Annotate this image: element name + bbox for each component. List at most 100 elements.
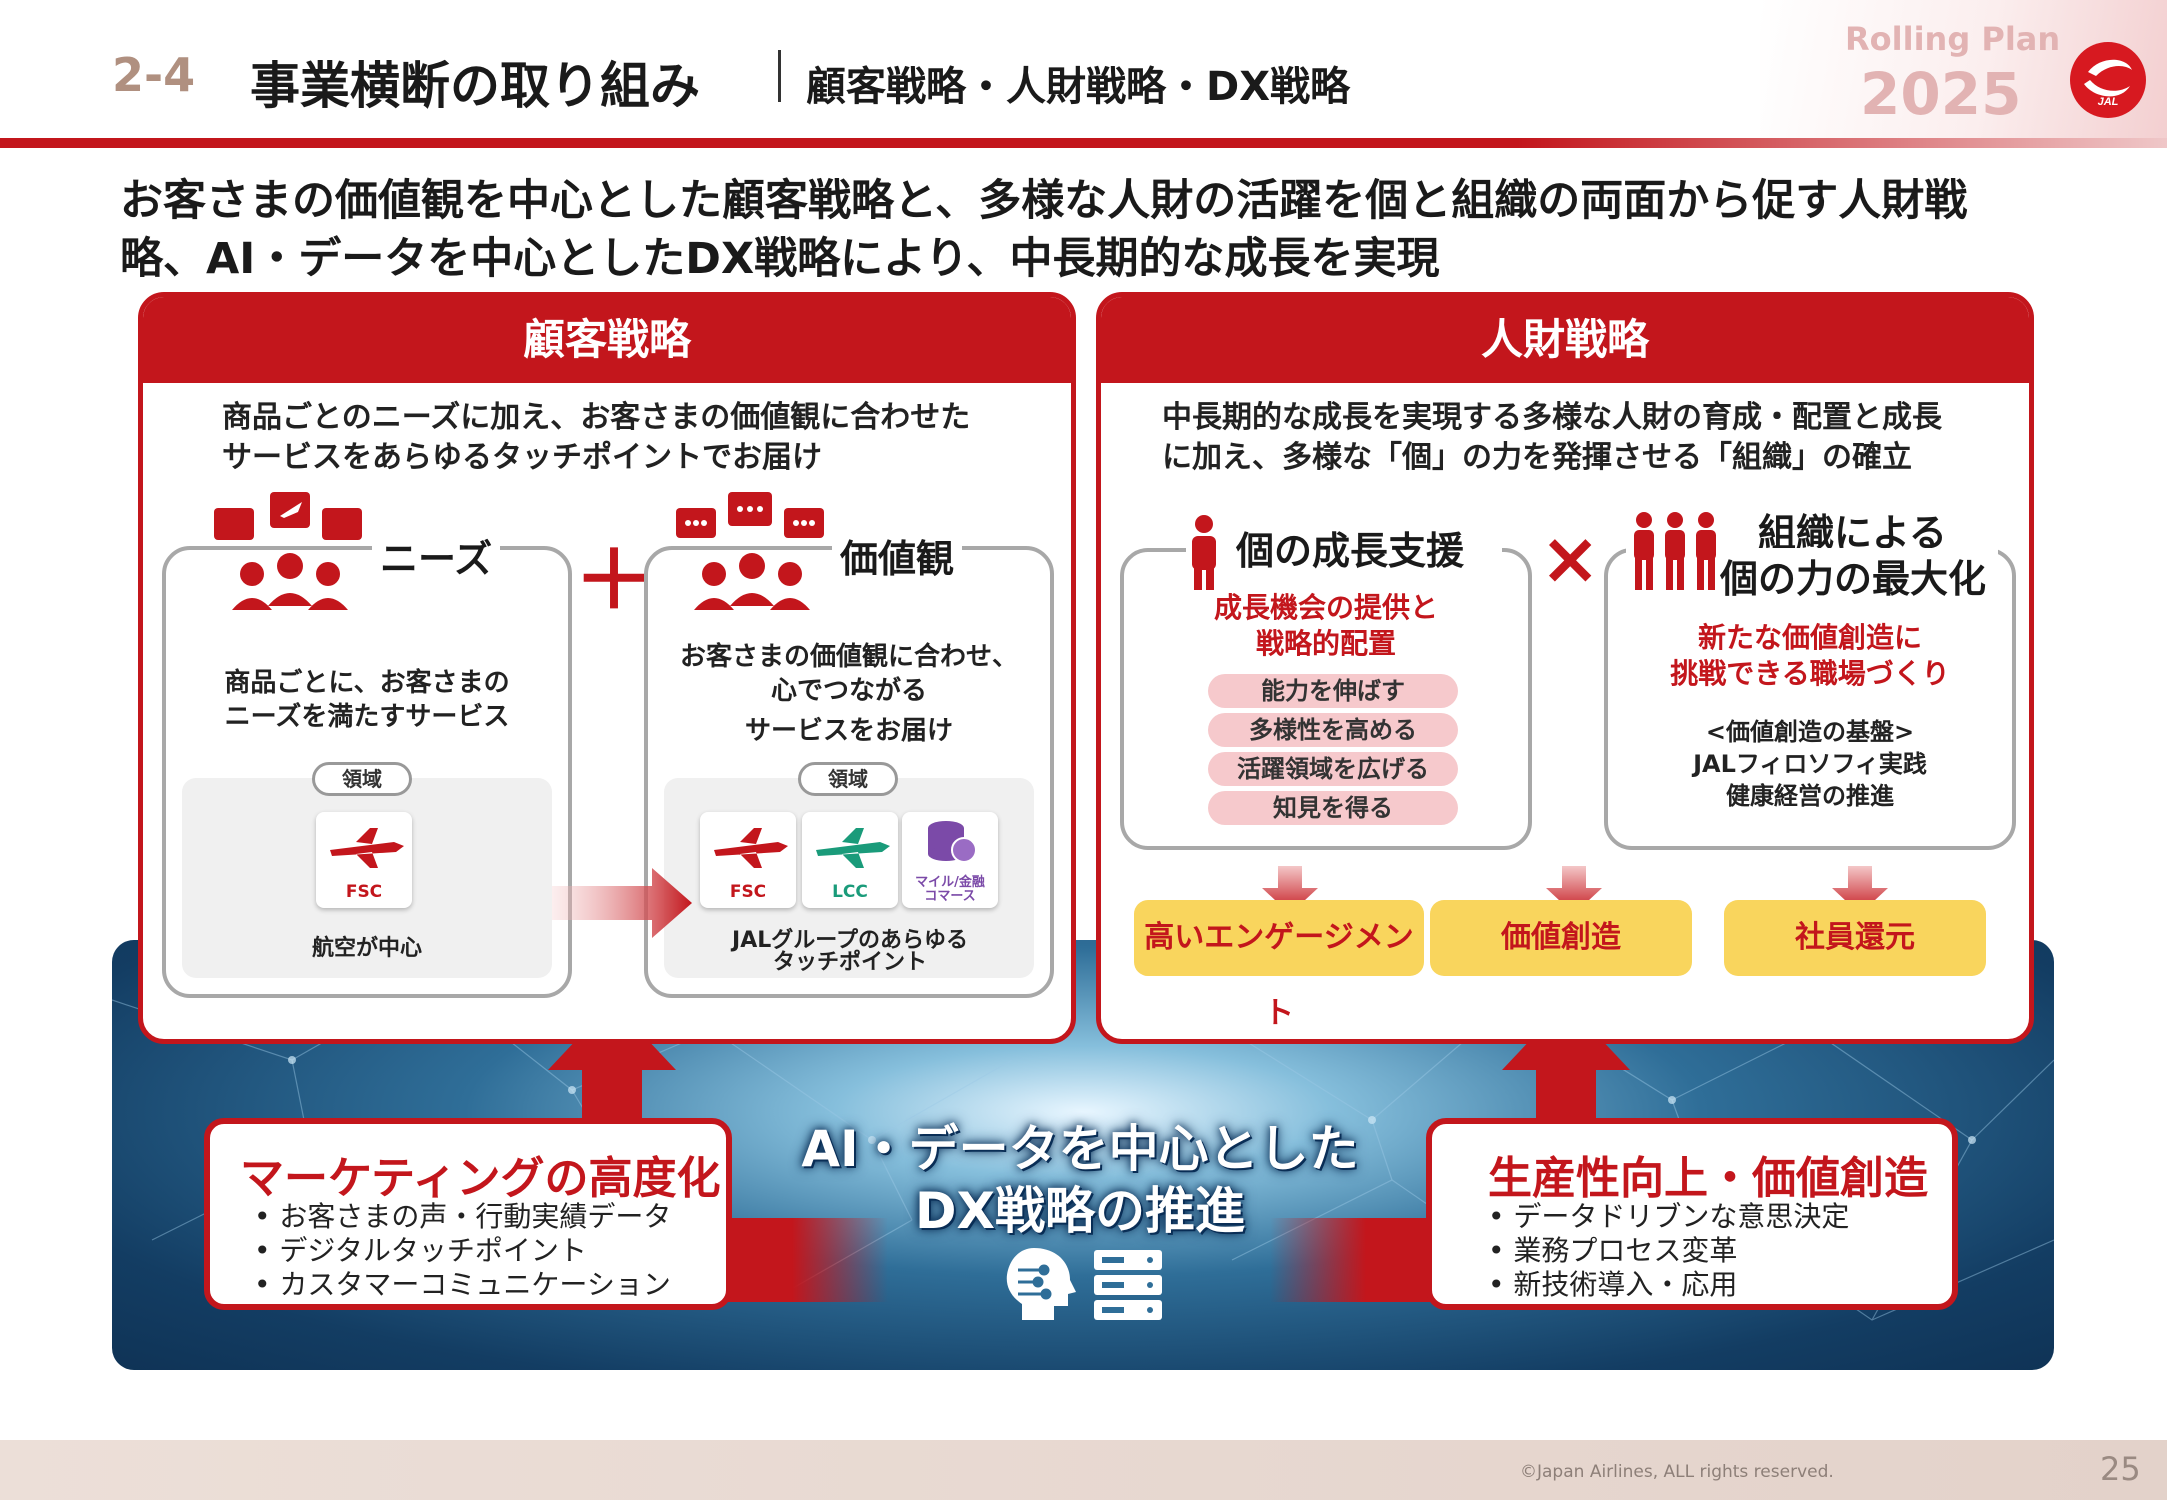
individual-growth-red-text: 成長機会の提供と 戦略的配置 [1140, 590, 1512, 662]
values-area-label: 領域 [798, 762, 898, 796]
marketing-item-1: • お客さまの声・行動実績データ [254, 1200, 672, 1233]
marketing-title: マーケティングの高度化 [240, 1153, 721, 1204]
left-up-arrow [548, 1002, 676, 1122]
fsc-plane-icon [714, 828, 788, 868]
mile-label-line-1: マイル/金融 [915, 875, 985, 890]
plus-icon: ＋ [574, 534, 654, 627]
needs-text-line-1: 商品ごとに、お客さまの [224, 668, 510, 698]
marketing-list: • お客さまの声・行動実績データ • デジタルタッチポイント • カスタマーコミ… [254, 1200, 671, 1302]
organization-red-line-2: 挑戦できる職場づくり [1670, 657, 1950, 690]
needs-text: 商品ごとに、お客さまの ニーズを満たすサービス [182, 666, 552, 734]
organization-header: 組織による 個の力の最大化 [1626, 500, 1998, 603]
individual-growth-title: 個の成長支援 [1236, 520, 1465, 575]
values-mile-tile: マイル/金融 コマース [902, 812, 998, 908]
right-connector [1270, 1218, 1430, 1302]
ai-head-icon [1006, 1248, 1076, 1320]
values-lcc-label: LCC [832, 882, 868, 902]
values-caption-line-1: JALグループのあらゆる [732, 928, 968, 953]
outcome-employee-return: 社員還元 [1724, 900, 1986, 976]
productivity-item-3: • 新技術導入・応用 [1488, 1268, 1738, 1301]
title-divider [778, 50, 781, 102]
down-arrow-2 [1546, 866, 1602, 914]
person-icon [1192, 515, 1216, 590]
rolling-plan-label: Rolling Plan [1845, 20, 2061, 58]
database-server-icon [1094, 1250, 1162, 1320]
values-text: お客さまの価値観に合わせ、 心でつながる サービスをお届け [664, 640, 1034, 748]
productivity-item-2: • 業務プロセス変革 [1488, 1234, 1738, 1267]
needs-area-label: 領域 [312, 762, 412, 796]
values-text-line-2: 心でつながる [770, 676, 927, 706]
page-subtitle: 顧客戦略・人財戦略・DX戦略 [806, 64, 1351, 110]
customer-strategy-title: 顧客戦略 [143, 297, 1071, 383]
growth-pill-4: 知見を得る [1208, 791, 1458, 825]
values-fsc-label: FSC [729, 882, 767, 902]
needs-fsc-label: FSC [345, 882, 383, 902]
customer-desc-line-1: 商品ごとのニーズに加え、お客さまの価値観に合わせた [222, 400, 971, 435]
left-connector [728, 1218, 888, 1302]
needs-to-values-arrow [552, 868, 692, 938]
organization-base-line-1: <価値創造の基盤> [1705, 718, 1915, 746]
productivity-box: 生産性向上・価値創造 • データドリブンな意思決定 • 業務プロセス変革 • 新… [1426, 1118, 1958, 1310]
organization-title-line-1: 組織による [1758, 502, 1947, 557]
logo-text: JAL [2098, 96, 2119, 108]
growth-pill-2: 多様性を高める [1208, 713, 1458, 747]
organization-base-text: <価値創造の基盤> JALフィロソフィ実践 健康経営の推進 [1624, 716, 1996, 812]
copyright: ©Japan Airlines, ALL rights reserved. [1520, 1462, 1834, 1482]
values-text-line-3: サービスをお届け [744, 716, 953, 746]
values-caption-line-2: タッチポイント [772, 950, 927, 975]
hr-strategy-description: 中長期的な成長を実現する多様な人財の育成・配置と成長 に加え、多様な「個」の力を… [1162, 398, 1942, 478]
growth-pill-1: 能力を伸ばす [1208, 674, 1458, 708]
needs-caption: 航空が中心 [311, 936, 422, 961]
values-title: 価値観 [832, 528, 963, 583]
cross-icon: × [1540, 516, 1601, 600]
rolling-plan-year: 2025 [1860, 60, 2022, 128]
marketing-item-3: • カスタマーコミュニケーション [254, 1268, 671, 1301]
values-fsc-tile: FSC [700, 812, 796, 908]
mile-label-line-2: コマース [924, 889, 976, 904]
productivity-list: • データドリブンな意思決定 • 業務プロセス変革 • 新技術導入・応用 [1488, 1200, 1849, 1302]
values-people-icon [676, 492, 824, 610]
values-caption: JALグループのあらゆる タッチポイント [700, 930, 1000, 974]
outcome-engagement: 高いエンゲージメント [1134, 900, 1424, 1031]
group-icon [1634, 512, 1716, 590]
values-lcc-tile: LCC [802, 812, 898, 908]
customer-strategy-description: 商品ごとのニーズに加え、お客さまの価値観に合わせた サービスをあらゆるタッチポイ… [222, 398, 970, 478]
hr-desc-line-1: 中長期的な成長を実現する多様な人財の育成・配置と成長 [1162, 400, 1942, 435]
organization-red-line-1: 新たな価値創造に [1697, 621, 1922, 654]
header-bar [0, 138, 2167, 148]
values-mile-label: マイル/金融 コマース [902, 876, 998, 904]
needs-fsc-tile: FSC [316, 812, 412, 908]
individual-red-line-2: 戦略的配置 [1255, 627, 1396, 660]
page-title: 事業横断の取り組み [250, 57, 700, 115]
dx-strategy-title: AI・データを中心とした DX戦略の推進 [760, 1118, 1400, 1242]
coin-stack-icon [928, 821, 977, 863]
customer-desc-line-2: サービスをあらゆるタッチポイントでお届け [222, 440, 822, 475]
lcc-plane-icon [816, 828, 890, 868]
page-number: 25 [2100, 1450, 2141, 1488]
right-up-arrow [1502, 1002, 1630, 1122]
needs-title: ニーズ [372, 528, 501, 583]
organization-base-line-2: JALフィロソフィ実践 [1693, 750, 1927, 778]
down-arrow-1 [1262, 866, 1318, 914]
crane-logo-icon: JAL [2084, 59, 2132, 108]
individual-red-line-1: 成長機会の提供と [1213, 591, 1438, 624]
down-arrow-3 [1832, 866, 1888, 914]
outcome-value-creation: 価値創造 [1430, 900, 1692, 976]
lead-statement: お客さまの価値観を中心とした顧客戦略と、多様な人財の活躍を個と組織の両面から促す… [120, 172, 2070, 288]
hr-desc-line-2: に加え、多様な「個」の力を発揮させる「組織」の確立 [1162, 440, 1912, 475]
section-number: 2-4 [112, 48, 196, 102]
organization-title-line-2: 個の力の最大化 [1720, 548, 1987, 603]
marketing-item-2: • デジタルタッチポイント [254, 1234, 587, 1267]
productivity-title: 生産性向上・価値創造 [1488, 1153, 1928, 1204]
lead-line-2: 略、AI・データを中心としたDX戦略により、中長期的な成長を実現 [120, 234, 1440, 284]
productivity-item-1: • データドリブンな意思決定 [1488, 1200, 1850, 1233]
fsc-plane-icon [330, 828, 404, 868]
dx-title-line-2: DX戦略の推進 [914, 1182, 1246, 1240]
lead-line-1: お客さまの価値観を中心とした顧客戦略と、多様な人財の活躍を個と組織の両面から促す… [120, 176, 1968, 226]
organization-red-text: 新たな価値創造に 挑戦できる職場づくり [1624, 620, 1996, 692]
values-text-line-1: お客さまの価値観に合わせ、 [679, 642, 1018, 672]
organization-base-line-3: 健康経営の推進 [1726, 782, 1894, 810]
hr-strategy-title: 人財戦略 [1101, 297, 2029, 383]
needs-text-line-2: ニーズを満たすサービス [224, 702, 510, 732]
dx-title-line-1: AI・データを中心とした [801, 1120, 1359, 1178]
